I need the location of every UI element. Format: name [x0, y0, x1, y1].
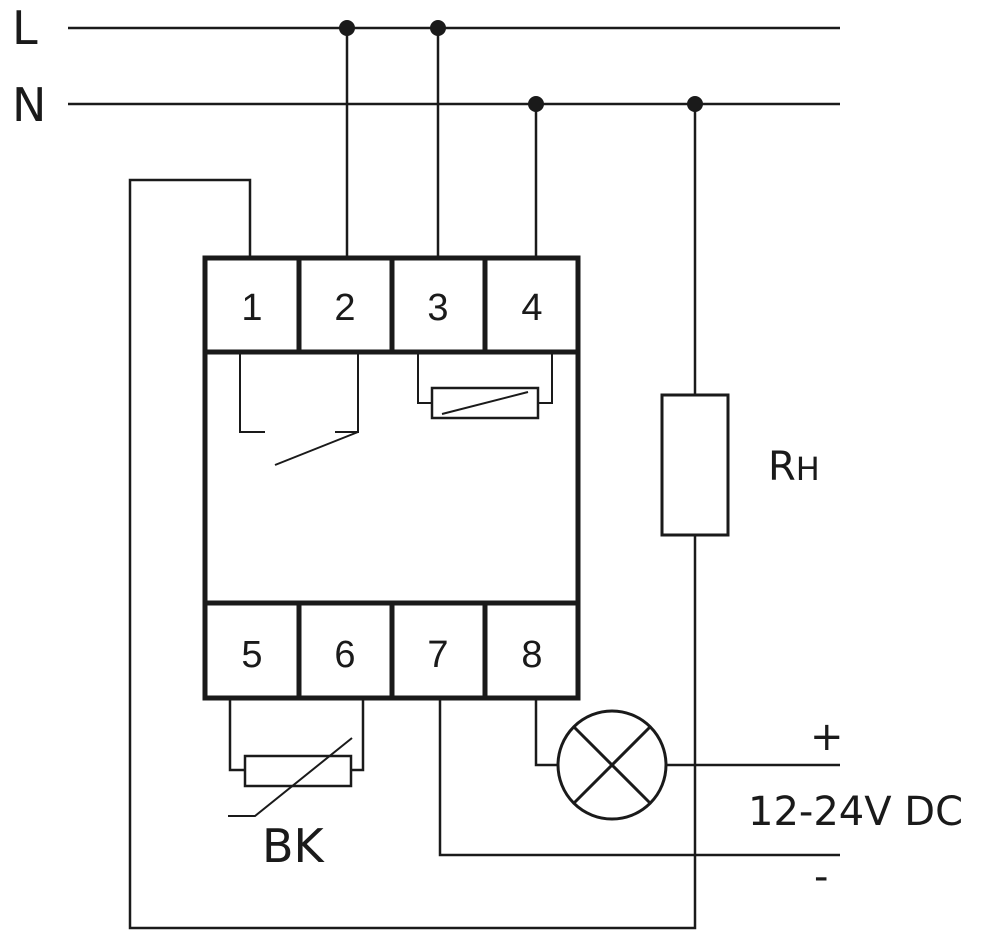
sensor-element [243, 754, 353, 788]
wire-terminal-1-loop [128, 178, 697, 930]
supply-minus: - [814, 854, 828, 900]
terminal-6: 6 [334, 634, 355, 676]
terminal-2: 2 [334, 287, 355, 329]
resistor-label: RH [768, 444, 820, 490]
lamp-cross-b [572, 725, 652, 805]
relay-contact-switch [274, 431, 359, 466]
resistor-rh [660, 393, 730, 537]
relay-contact-right [335, 352, 359, 433]
terminal-1: 1 [241, 287, 262, 329]
coil-diagonal [441, 391, 529, 415]
relay-contact-left [239, 352, 265, 433]
line-n-label: N [12, 78, 46, 132]
wire-8-to-lamp [534, 698, 558, 767]
terminal-4: 4 [521, 287, 542, 329]
supply-voltage: 12-24V DC [748, 789, 963, 835]
terminal-3: 3 [427, 287, 448, 329]
sensor-wire-left [228, 698, 245, 772]
line-l-label: L [12, 1, 38, 55]
coil-wire-left [417, 352, 432, 404]
supply-plus: + [810, 714, 844, 760]
sensor-wire-right [351, 698, 365, 772]
terminal-7: 7 [427, 634, 448, 676]
resistor-label-sub: H [796, 450, 820, 488]
wire-7-to-minus [438, 698, 840, 857]
resistor-label-main: R [768, 444, 796, 490]
terminal-5: 5 [241, 634, 262, 676]
terminal-8: 8 [521, 634, 542, 676]
sensor-label: BK [262, 819, 326, 873]
coil-element [430, 386, 540, 420]
sensor-variable-mark [228, 737, 353, 817]
coil-wire-right [538, 352, 553, 404]
